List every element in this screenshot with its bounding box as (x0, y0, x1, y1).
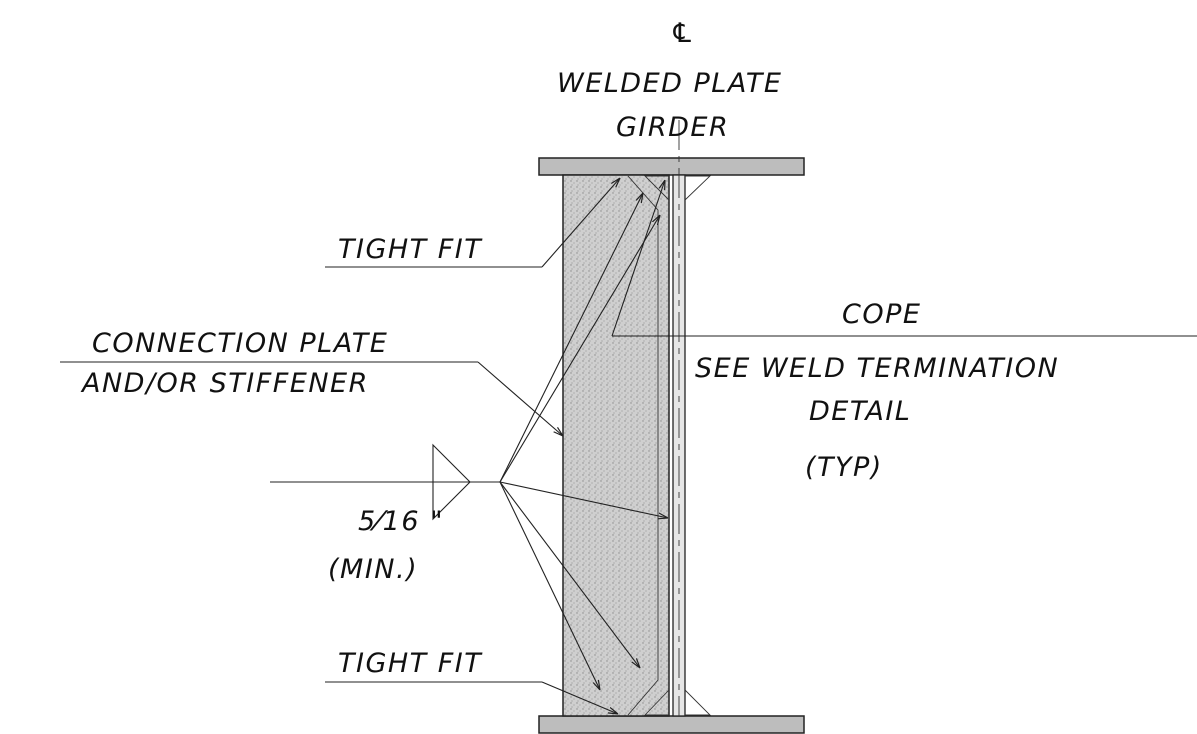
cope-bottom-right (684, 689, 712, 716)
cope-top-right (684, 175, 712, 201)
title-line-1: WELDED PLATE (557, 68, 782, 99)
connection-leader (477, 361, 563, 436)
weld-termination-line-2: DETAIL (809, 396, 911, 427)
tight-fit-bottom-label: TIGHT FIT (338, 648, 483, 679)
tight-fit-top-leader (541, 178, 620, 268)
cope-leader (611, 180, 665, 337)
tight-fit-top-label: TIGHT FIT (338, 234, 483, 265)
connection-label-line-2: AND/OR STIFFENER (80, 368, 369, 399)
top-flange (538, 157, 805, 176)
weld-arrow-bottom-2 (499, 481, 640, 668)
bottom-flange (538, 715, 805, 734)
weld-arrow-bottom (499, 481, 600, 690)
connection-plate (562, 174, 670, 717)
typ-label: (TYP) (805, 452, 883, 483)
weld-arrow-web (499, 481, 668, 518)
weld-arrow-top (499, 193, 643, 483)
weld-arrow-top-2 (499, 215, 660, 483)
weld-termination-line-1: SEE WELD TERMINATION (695, 353, 1059, 384)
cope-label: COPE (842, 299, 921, 330)
fillet-weld-symbol-icon (432, 443, 471, 521)
weld-min-label: (MIN.) (328, 554, 418, 585)
title-line-2: GIRDER (616, 112, 729, 143)
connection-label-line-1: CONNECTION PLATE (92, 328, 388, 359)
cope-bottom-left (643, 689, 670, 716)
tight-fit-bottom-leader (541, 681, 618, 714)
weld-size-label: 5⁄16 " (358, 506, 444, 537)
centerline-icon: ℄ (670, 18, 696, 49)
